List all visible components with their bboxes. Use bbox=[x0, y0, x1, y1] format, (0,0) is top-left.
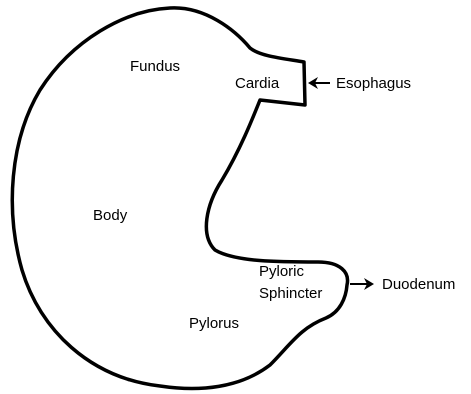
label-body: Body bbox=[93, 207, 128, 224]
label-cardia: Cardia bbox=[235, 75, 280, 92]
label-duodenum: Duodenum bbox=[382, 276, 455, 293]
label-fundus: Fundus bbox=[130, 58, 180, 75]
label-pylorus: Pylorus bbox=[189, 315, 239, 332]
duodenum-arrow bbox=[350, 278, 374, 290]
esophagus-arrow bbox=[308, 77, 330, 89]
label-sphincter: Sphincter bbox=[259, 285, 322, 302]
label-pyloric: Pyloric bbox=[259, 263, 305, 280]
label-esophagus: Esophagus bbox=[336, 75, 411, 92]
